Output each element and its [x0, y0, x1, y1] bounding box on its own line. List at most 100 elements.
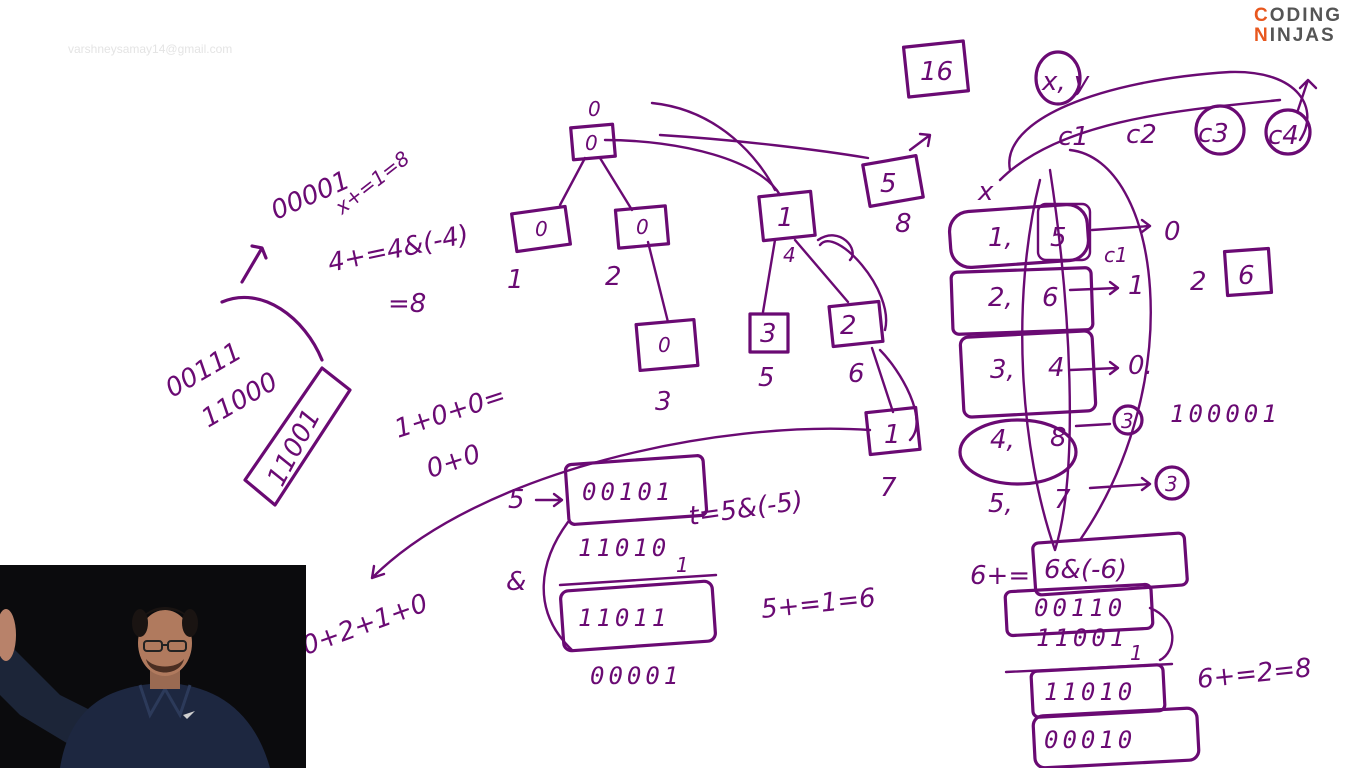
node-index-3: 3	[655, 387, 672, 417]
arc-to-box	[220, 295, 324, 362]
six-r4: 00010	[1044, 726, 1136, 754]
calc-label-5: 5	[508, 485, 525, 515]
curve-6	[816, 234, 888, 332]
bits-box	[243, 366, 352, 507]
header-x: x	[977, 177, 994, 207]
row-3-box	[958, 329, 1098, 419]
headers-oval-inner	[998, 98, 1282, 182]
node-value-5: 3	[760, 319, 777, 349]
right-table-group: x, y c1 c2 c3 c4 x 1, 5 0 c1 2, 6 1 2 6 …	[947, 50, 1318, 768]
arrow-up	[240, 244, 268, 284]
node-box-4	[757, 189, 817, 243]
six-expr: 6&(-6)	[1044, 555, 1127, 585]
xy-circle	[1034, 50, 1082, 106]
edge-0-1	[558, 156, 587, 207]
node-index-8: 8	[895, 209, 912, 239]
node-value-2: 0	[636, 215, 649, 239]
header-c4: c4	[1268, 121, 1299, 151]
calc-row-3: 11011	[578, 604, 670, 632]
headers-arrow	[1296, 78, 1318, 112]
sum-3: 0+2+1+0	[298, 588, 432, 661]
row-3-arrow	[1068, 360, 1120, 376]
node-value-3: 0	[658, 333, 671, 357]
node-box-5	[748, 312, 790, 354]
six-step: 6+=2=8	[1196, 653, 1313, 695]
arc-7-to-sum	[370, 427, 872, 580]
node-index-2: 2	[605, 262, 622, 292]
row-3-y: 4	[1048, 353, 1065, 383]
row-4-out: 3	[1121, 409, 1134, 433]
logo-line-2: NINJAS	[1254, 26, 1358, 46]
edge-0-2	[598, 156, 634, 212]
row-4-out-circle	[1112, 404, 1144, 436]
calc-row-2: 11010	[578, 534, 670, 562]
side-box	[1222, 246, 1274, 298]
curve-back-4	[650, 101, 777, 192]
logo-accent-letter: N	[1254, 25, 1270, 46]
edge-0-8	[658, 133, 870, 160]
presenter-image	[0, 565, 306, 768]
node-box-0	[569, 122, 617, 162]
row-4-oval	[958, 418, 1078, 486]
row-4-arrow	[1074, 422, 1112, 428]
c3-circle	[1194, 104, 1246, 156]
c1-label: c1	[1104, 243, 1128, 267]
calc-arrow	[534, 492, 564, 508]
row-1-box	[947, 203, 1091, 269]
row-3-x: 3,	[990, 355, 1015, 385]
six-carry: 1	[1130, 641, 1143, 665]
tree-group: 0 0 0 1 0 2 1 4 0 3 3 5 2 6 1 7 5 8 1+0+…	[298, 97, 932, 662]
six-r3: 11010	[1044, 678, 1136, 706]
column-loop-1	[1021, 168, 1071, 552]
c4-circle	[1264, 108, 1312, 156]
row-5-arrow	[1088, 476, 1152, 492]
row-1-out: 0	[1164, 217, 1181, 247]
eq-8: =8	[388, 289, 426, 319]
node-box-6	[827, 299, 885, 349]
edge-4-6	[793, 238, 850, 304]
bits-11001: 11001	[262, 404, 327, 491]
edge-4-5	[761, 238, 777, 314]
node-value-0: 0	[585, 131, 598, 155]
calc-box-1	[563, 454, 709, 526]
node-index-0: 0	[588, 97, 601, 121]
node-index-7: 7	[880, 473, 897, 503]
node-box-7	[864, 405, 922, 457]
four-plus-eq: 4+=4&(-4)	[325, 220, 471, 279]
row-5-y: 7	[1054, 485, 1071, 515]
node-box-1	[510, 204, 572, 254]
row-2-y: 6	[1042, 283, 1059, 313]
node-value-6: 2	[840, 311, 857, 341]
row-1-x: 1,	[988, 223, 1013, 253]
calc-bracket	[542, 520, 574, 652]
webcam-feed	[0, 565, 306, 768]
calc-row-4: 00001	[590, 662, 682, 690]
six-label: 6+=	[970, 561, 1030, 591]
calc-carry: 1	[676, 553, 689, 577]
sum-2: 0+0	[423, 439, 484, 484]
edge-2-3	[646, 240, 670, 324]
node-index-6: 6	[848, 359, 865, 389]
six-r1-box	[1003, 582, 1155, 638]
logo-accent-letter: C	[1254, 5, 1270, 26]
calc-step: 5+=1=6	[760, 583, 877, 625]
sum-1: 1+0+0=	[391, 381, 510, 445]
row-2-arrow	[1068, 280, 1120, 296]
node-value-1: 0	[535, 217, 548, 241]
node-box-8	[861, 154, 925, 208]
node-value-4: 1	[777, 203, 794, 233]
header-c1: c1	[1058, 122, 1089, 152]
row-5-out: 3	[1165, 472, 1178, 496]
bottom-calc-group: 5 00101 11010 t=5&(-5) & 1 11011 00001 5…	[506, 454, 877, 690]
curve-7	[878, 348, 918, 442]
logo-rest-letters: INJAS	[1269, 25, 1336, 46]
bits-side: 100001	[1170, 400, 1281, 428]
node-box-2	[613, 204, 671, 250]
node-value-7: 1	[884, 420, 901, 450]
top-box	[901, 39, 971, 99]
calc-amp: &	[506, 567, 526, 597]
left-bits-group: 00111 11000 11001 00001 x+=1=8 4+=4&(-4)…	[161, 146, 471, 507]
arrow-8	[908, 132, 932, 152]
row-4-x: 4,	[990, 425, 1015, 455]
